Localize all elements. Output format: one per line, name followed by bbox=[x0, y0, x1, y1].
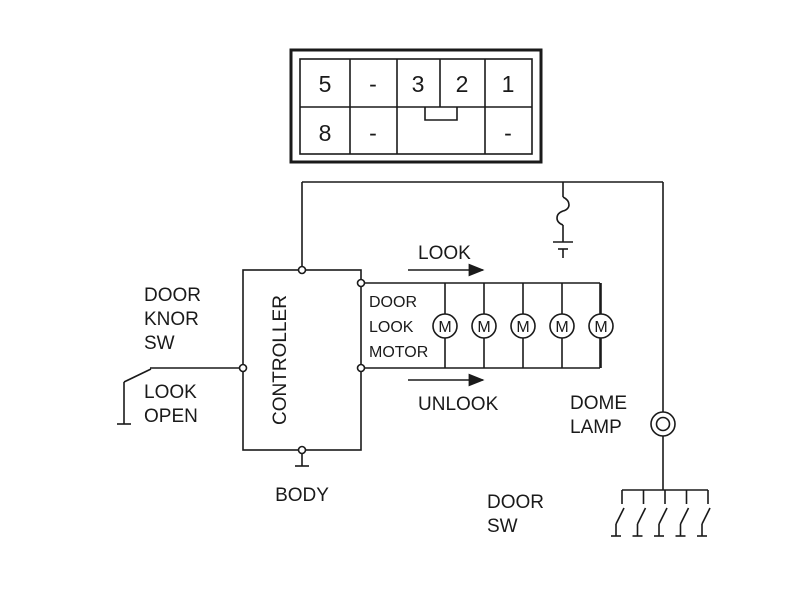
switch-contact-icon bbox=[701, 507, 711, 525]
door-switch-item bbox=[611, 490, 625, 537]
look-open-label: LOOK OPEN bbox=[144, 382, 202, 427]
dome-lamp: DOME LAMP bbox=[570, 393, 676, 490]
motor-icon bbox=[549, 313, 575, 339]
connector-key-notch bbox=[424, 107, 458, 121]
pin-empty-label: - bbox=[369, 71, 377, 97]
door-knob-sw-label: DOOR KNOR SW bbox=[144, 285, 206, 354]
door-switch-list bbox=[611, 490, 711, 537]
switch-contact-icon bbox=[636, 507, 647, 525]
door-switch-item bbox=[632, 490, 647, 537]
motor-item: M bbox=[588, 283, 614, 368]
motor-icon bbox=[432, 313, 458, 339]
door-sw-label: DOOR SW bbox=[487, 492, 549, 537]
motor-icon bbox=[510, 313, 536, 339]
motor-item: M bbox=[471, 283, 497, 368]
motor-symbol: M bbox=[477, 319, 490, 336]
motor-icon bbox=[471, 313, 497, 339]
pin-8-label: 8 bbox=[319, 120, 332, 146]
fuse-icon bbox=[556, 196, 570, 226]
switch-contact-icon bbox=[123, 368, 152, 383]
door-switch-group: DOOR SW bbox=[487, 489, 711, 537]
motor-item: M bbox=[510, 283, 536, 368]
switch-contact-icon bbox=[658, 507, 668, 525]
controller-frame bbox=[242, 269, 362, 451]
pin-1-label: 1 bbox=[502, 71, 515, 97]
body-label: BODY bbox=[275, 485, 329, 506]
motor-symbol: M bbox=[555, 319, 568, 336]
motor-item: M bbox=[432, 283, 458, 368]
motor-symbol: M bbox=[438, 319, 451, 336]
lock-direction: LOOK UNLOOK bbox=[408, 243, 499, 415]
door-switch-item bbox=[697, 490, 711, 537]
door-look-motor-label: DOOR LOOK MOTOR bbox=[369, 294, 428, 361]
pin-5-label: 5 bbox=[319, 71, 332, 97]
connector-block: 5 - 3 2 1 8 - - bbox=[289, 48, 543, 164]
look-label: LOOK bbox=[418, 243, 471, 264]
switch-contact-icon bbox=[679, 507, 690, 525]
connector-outer-frame bbox=[289, 48, 543, 164]
motor-symbol: M bbox=[516, 319, 529, 336]
motor-icon bbox=[588, 313, 614, 339]
door-switch-item bbox=[654, 490, 668, 537]
door-look-motor-group: DOOR LOOK MOTOR M M M M M bbox=[365, 282, 614, 369]
door-switch-item bbox=[675, 490, 690, 537]
dome-lamp-icon bbox=[650, 411, 676, 437]
controller-box: CONTROLLER bbox=[238, 265, 366, 455]
pin-3-label: 3 bbox=[412, 71, 425, 97]
pin-empty-label: - bbox=[369, 120, 377, 146]
pin-2-label: 2 bbox=[456, 71, 469, 97]
switch-contact-icon bbox=[615, 507, 625, 525]
controller-label: CONTROLLER bbox=[270, 295, 291, 425]
supply-wiring bbox=[301, 181, 664, 412]
dome-lamp-label: DOME LAMP bbox=[570, 393, 632, 438]
body-ground: BODY bbox=[275, 454, 329, 506]
motor-symbol: M bbox=[594, 319, 607, 336]
pin-empty-label: - bbox=[504, 120, 512, 146]
motor-item: M bbox=[549, 283, 575, 368]
door-knob-switch: DOOR KNOR SW LOOK OPEN bbox=[117, 285, 239, 427]
unlook-label: UNLOOK bbox=[418, 394, 499, 415]
